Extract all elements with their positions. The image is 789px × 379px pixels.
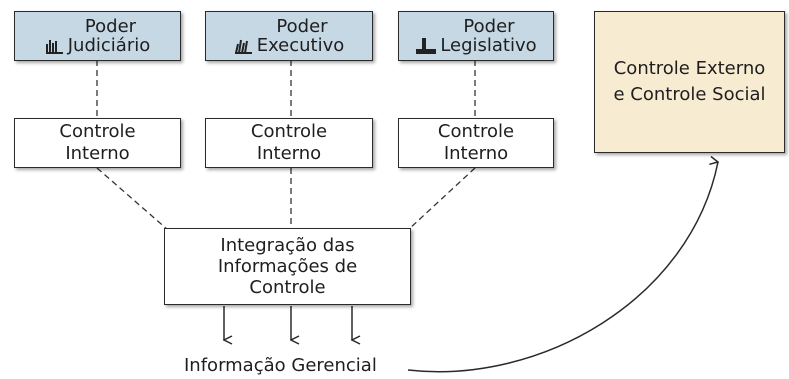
external-control-box: Controle Externo e Controle Social bbox=[594, 11, 785, 153]
control-line: Interno bbox=[65, 143, 130, 164]
dashed-connector bbox=[407, 167, 476, 231]
external-line: Controle Externo bbox=[613, 58, 766, 79]
control-line: Controle bbox=[437, 121, 515, 142]
power-box-executivo: Poder Executivo bbox=[205, 11, 373, 61]
external-line: e Controle Social bbox=[613, 84, 766, 105]
integration-box: Integração das Informações de Controle bbox=[164, 228, 411, 305]
internal-control-box: Controle Interno bbox=[205, 118, 373, 168]
gavel-icon bbox=[234, 39, 252, 54]
power-title: Poder bbox=[84, 15, 137, 37]
management-information-label: Informação Gerencial bbox=[184, 355, 377, 376]
internal-control-box: Controle Interno bbox=[398, 118, 554, 168]
internal-control-box: Controle Interno bbox=[14, 118, 181, 168]
power-title: Poder bbox=[463, 15, 515, 37]
power-box-legislativo: Poder Legislativo bbox=[398, 11, 554, 61]
integration-line: Controle bbox=[249, 277, 326, 298]
dashed-connector bbox=[96, 167, 169, 231]
power-name: Judiciário bbox=[67, 34, 151, 56]
gavel-icon bbox=[45, 39, 63, 54]
building-icon bbox=[416, 37, 437, 54]
curved-arrow bbox=[407, 162, 718, 373]
integration-line: Integração das bbox=[220, 235, 355, 256]
integration-line: Informações de bbox=[217, 256, 358, 277]
control-line: Controle bbox=[250, 121, 328, 142]
control-line: Interno bbox=[256, 143, 322, 164]
control-line: Controle bbox=[59, 121, 136, 142]
power-name: Legislativo bbox=[440, 34, 537, 56]
power-title: Poder bbox=[276, 15, 328, 37]
power-name: Executivo bbox=[256, 34, 345, 56]
power-box-judiciario: Poder Judiciário bbox=[14, 11, 181, 61]
control-line: Interno bbox=[443, 143, 509, 164]
